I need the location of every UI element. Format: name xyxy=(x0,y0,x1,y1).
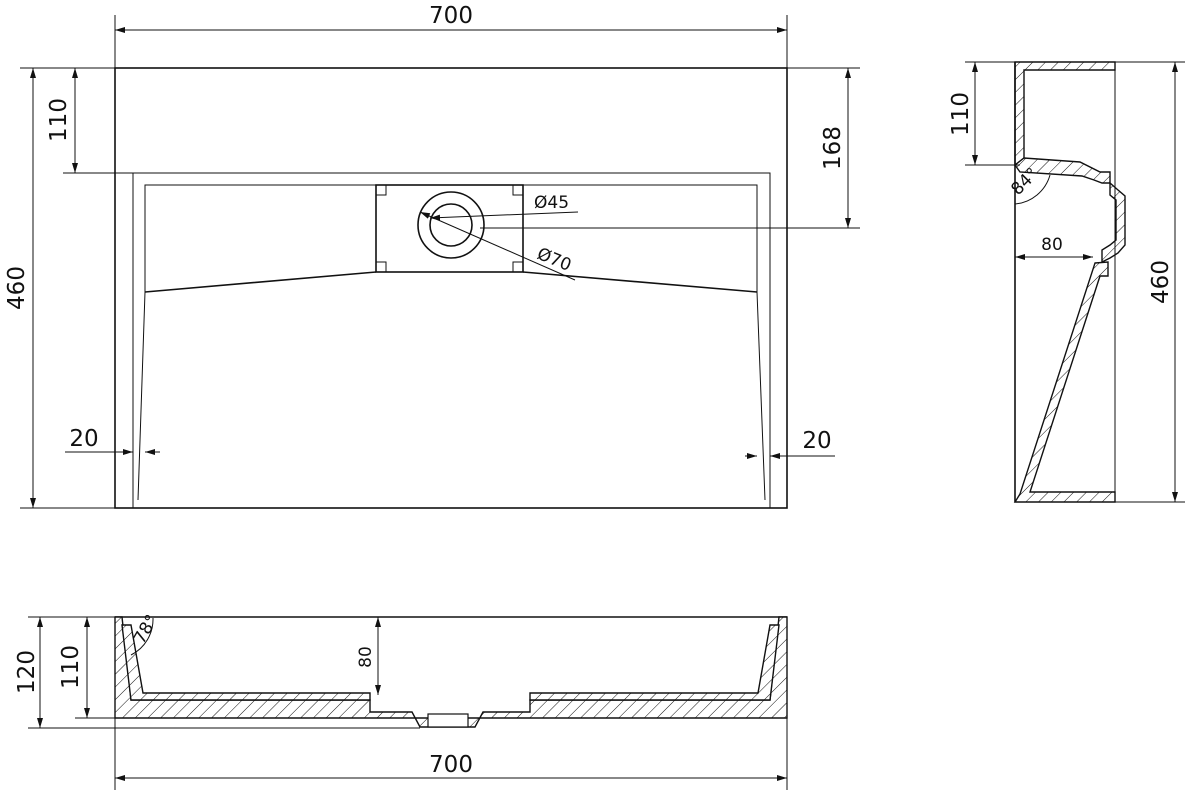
front-rim-height-label: 110 xyxy=(58,645,84,689)
front-right-wall xyxy=(529,624,780,701)
front-angle-arc xyxy=(130,617,154,656)
front-total-height-label: 120 xyxy=(14,650,40,694)
height-label: 460 xyxy=(4,266,30,310)
drain-inner-label: Ø45 xyxy=(534,193,569,213)
rim-depth-label: 110 xyxy=(46,98,72,142)
front-drain-opening xyxy=(427,713,469,728)
basin-top-edge xyxy=(144,184,758,292)
front-section-view: 120 110 80 78° 700 xyxy=(14,611,788,790)
side-drain-section xyxy=(1101,181,1126,264)
drain-plate-corners xyxy=(376,185,523,272)
left-wall-label: 20 xyxy=(69,426,98,452)
width-label: 700 xyxy=(429,3,473,29)
top-view: 700 460 110 168 20 20 Ø45 Ø70 xyxy=(4,3,860,509)
side-bottom-wall xyxy=(1013,261,1116,503)
side-section-view: 460 110 80 84° xyxy=(948,61,1185,503)
side-rim-label: 110 xyxy=(948,92,974,136)
drain-inner-leader xyxy=(429,211,579,221)
basin-outline xyxy=(114,67,788,509)
extension-lines xyxy=(114,15,788,68)
basin-side-slope xyxy=(137,291,766,501)
drain-inner-circle xyxy=(429,203,473,247)
drain-offset-label: 168 xyxy=(820,126,846,170)
front-width-label: 700 xyxy=(429,752,473,778)
drain-outer-circle xyxy=(417,191,485,259)
basin-slope-lines xyxy=(144,271,758,293)
front-basin-depth-label: 80 xyxy=(356,646,376,668)
front-section-body xyxy=(114,616,788,728)
rim-inner-edge xyxy=(132,172,771,508)
side-depth-label: 80 xyxy=(1041,235,1063,255)
drain-outer-leader xyxy=(419,211,576,281)
right-wall-label: 20 xyxy=(802,428,831,454)
side-height-label: 460 xyxy=(1148,260,1174,304)
front-left-wall xyxy=(121,624,371,701)
side-top-wall xyxy=(1014,61,1116,167)
side-angle-arc xyxy=(1014,174,1051,205)
